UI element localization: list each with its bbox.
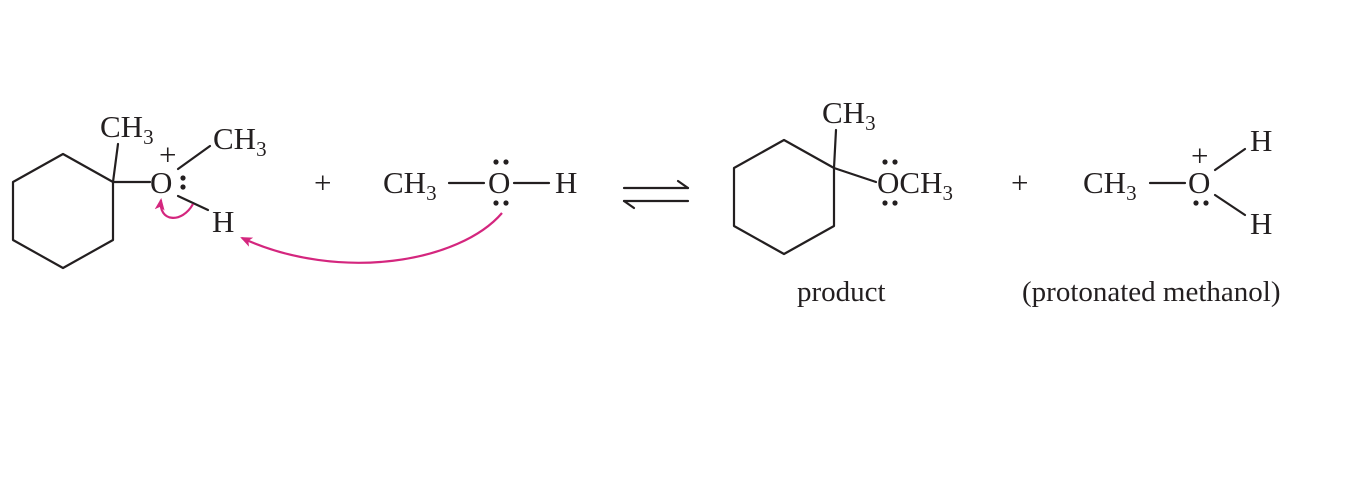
methanol-lone-pair-bottom-left <box>493 200 499 206</box>
cyclohexane-ring-product <box>732 138 836 256</box>
methanol-lone-pair-top-right <box>503 159 509 165</box>
bond-oxygen-to-hydrogen <box>176 194 210 212</box>
reactant-molecule: CH3 O + CH3 H <box>11 109 267 270</box>
bond-protonated-oxygen-hydrogen-top <box>1213 147 1247 172</box>
bond-protonated-oxygen-hydrogen-bottom <box>1213 193 1247 217</box>
reactant-hydrogen: H <box>212 204 234 239</box>
protonated-methanol-methyl-group: CH3 <box>1083 165 1137 205</box>
reactant-o-methyl-group: CH3 <box>213 121 267 161</box>
methanol-lone-pair-top-left <box>493 159 499 165</box>
bond-product-ring-to-oxygen <box>832 166 878 184</box>
methanol-methyl-group: CH3 <box>383 165 437 205</box>
protonated-methanol-hydrogen-bottom: H <box>1250 206 1272 241</box>
product-caption: product <box>797 276 886 308</box>
reactant-lone-pair-dot-bottom <box>180 184 186 190</box>
equilibrium-arrows <box>622 179 690 210</box>
methanol-oxygen: O <box>488 165 510 200</box>
protonated-methanol-hydrogen-top: H <box>1250 123 1272 158</box>
protonated-methanol-caption: (protonated methanol) <box>1022 276 1281 308</box>
reactant-positive-charge: + <box>159 137 176 172</box>
product-methoxy-group: OCH3 <box>877 165 953 205</box>
reactant-oxygen: O <box>150 165 172 200</box>
product-molecule: CH3 OCH3 <box>732 95 953 256</box>
protonated-methanol-oxygen: O <box>1188 165 1210 200</box>
reactant-lone-pair-dot-top <box>180 175 186 181</box>
reactant-methyl-group: CH3 <box>100 109 154 149</box>
cyclohexane-ring-reactant <box>11 152 115 270</box>
methanol-hydrogen: H <box>555 165 577 200</box>
product-lone-pair-top-left <box>882 159 888 165</box>
product-lone-pair-top-right <box>892 159 898 165</box>
curved-arrow-lone-pair-to-hydrogen <box>240 212 503 264</box>
product-lone-pair-bottom-left <box>882 200 888 206</box>
protonated-methanol-positive-charge: + <box>1191 138 1208 173</box>
bond-oxygen-to-methyl <box>176 144 212 171</box>
bond-product-ring-to-methyl <box>832 128 838 170</box>
protonated-lone-pair-right <box>1203 200 1209 206</box>
plus-sign-1: + <box>314 165 331 200</box>
product-lone-pair-bottom-right <box>892 200 898 206</box>
plus-sign-2: + <box>1011 165 1028 200</box>
curved-arrow-bond-to-oxygen <box>154 198 194 219</box>
bond-ring-to-methyl <box>111 142 120 184</box>
protonated-methanol-molecule: CH3 O + H H <box>1083 123 1272 241</box>
methanol-lone-pair-bottom-right <box>503 200 509 206</box>
protonated-lone-pair-left <box>1193 200 1199 206</box>
methanol-molecule: CH3 O H <box>383 159 577 206</box>
product-methyl-group: CH3 <box>822 95 876 135</box>
